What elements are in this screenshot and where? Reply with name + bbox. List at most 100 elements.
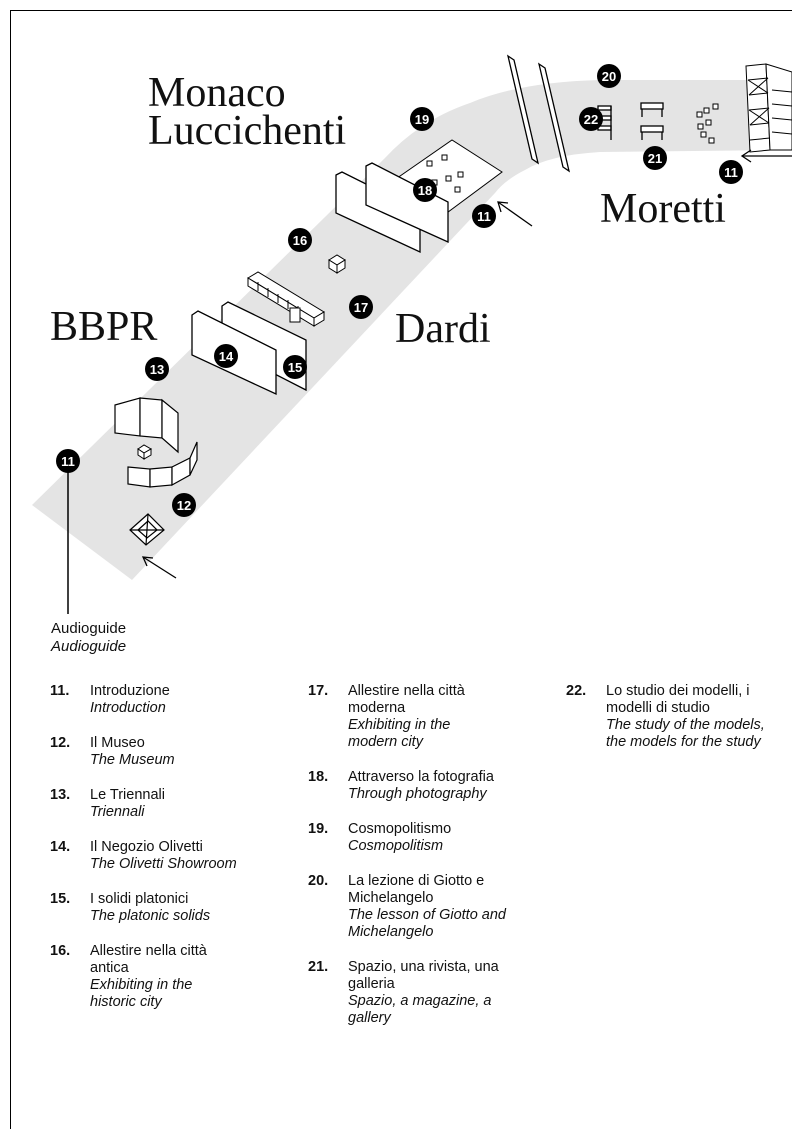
moretti-panel-2 — [537, 62, 571, 173]
legend-title-it: Le Triennali — [90, 787, 165, 803]
legend-num: 12. — [50, 735, 71, 751]
platform-cubes — [426, 154, 464, 193]
marker-21-label: 21 — [648, 151, 662, 166]
cube-16 — [328, 254, 346, 274]
audioguide-it: Audioguide — [51, 620, 127, 637]
exhibition-path — [32, 80, 792, 580]
entry-arrow-moretti — [740, 149, 792, 163]
marker-11-monaco-label: 11 — [477, 209, 491, 224]
legend-title-en: The platonic solids — [90, 908, 211, 924]
marker-15-label: 15 — [288, 360, 302, 375]
marker-11-monaco: 11 — [472, 204, 496, 228]
pyramid-12 — [129, 513, 165, 546]
legend-title-it: Il Negozio Olivetti — [90, 839, 203, 855]
exhibition-floor-plan: 20 22 21 11 19 18 11 16 17 13 14 15 11 1… — [32, 54, 792, 614]
zone-label-monaco: Monaco — [148, 70, 286, 116]
marker-11-moretti: 11 — [719, 160, 743, 184]
zone-label-bbpr: BBPR — [50, 304, 158, 350]
legend-num: 20. — [308, 873, 329, 889]
legend-title-en: The Museum — [90, 752, 175, 768]
legend-title-it: Allestire nella città moderna — [348, 683, 465, 716]
legend-num: 18. — [308, 769, 329, 785]
legend-title-it: Cosmopolitismo — [348, 821, 452, 837]
legend-title-en: The lesson of Giotto and Michelangelo — [348, 907, 506, 940]
frame-top-rule — [10, 10, 792, 11]
marker-11-bbpr-label: 11 — [61, 454, 75, 469]
marker-16: 16 — [288, 228, 312, 252]
legend-num: 17. — [308, 683, 329, 699]
legend-title-it: Attraverso la fotografia — [348, 769, 494, 785]
legend-title-en: Introduction — [90, 700, 166, 716]
legend-num: 11. — [50, 683, 70, 699]
legend-num: 16. — [50, 943, 71, 959]
marker-20-label: 20 — [602, 69, 616, 84]
legend-title-en: Spazio, a magazine, a gallery — [348, 993, 492, 1026]
marker-12-label: 12 — [177, 498, 191, 513]
legend-title-en: Through photography — [348, 786, 487, 802]
zone-label-dardi: Dardi — [395, 306, 491, 352]
marker-15: 15 — [283, 355, 307, 379]
marker-18-label: 18 — [418, 183, 432, 198]
zone-label-luccichenti: Luccichenti — [148, 108, 347, 154]
marker-17-label: 17 — [354, 300, 368, 315]
marker-21: 21 — [643, 146, 667, 170]
marker-19-label: 19 — [415, 112, 429, 127]
marker-22-label: 22 — [584, 112, 598, 127]
legend-title-it: Introduzione — [90, 683, 170, 699]
legend-title-en: The Olivetti Showroom — [90, 856, 237, 872]
marker-14: 14 — [214, 344, 238, 368]
marker-13: 13 — [145, 357, 169, 381]
moretti-panel-1 — [506, 54, 540, 165]
legend-num: 14. — [50, 839, 71, 855]
audioguide-en: Audioguide — [51, 638, 127, 655]
marker-19: 19 — [410, 107, 434, 131]
legend-num: 19. — [308, 821, 329, 837]
small-cube-12 — [137, 444, 153, 460]
legend-title-it: Spazio, una rivista, una galleria — [348, 959, 499, 992]
legend-num: 13. — [50, 787, 71, 803]
marker-22: 22 — [579, 107, 603, 131]
legend-num: 15. — [50, 891, 71, 907]
legend-title-it: Allestire nella città antica — [90, 943, 207, 976]
marker-17: 17 — [349, 295, 373, 319]
photo-panel-front — [335, 171, 421, 254]
display-tables-21 — [640, 102, 664, 140]
audioguide-label: Audioguide Audioguide — [51, 620, 126, 656]
marker-11-bbpr: 11 — [56, 449, 80, 473]
grid-structure-17 — [247, 271, 325, 327]
legend-column-3: 22. Lo studio dei modelli, i modelli di s… — [566, 683, 776, 751]
small-models-cluster — [696, 103, 719, 144]
marker-14-label: 14 — [219, 349, 234, 364]
marker-11-moretti-label: 11 — [724, 165, 738, 180]
legend-title-en: Cosmopolitism — [348, 838, 444, 854]
legend-title-it: I solidi platonici — [90, 891, 189, 907]
legend-title-en: Exhibiting in the historic city — [90, 977, 193, 1010]
scaffold-tower — [745, 63, 792, 153]
legend-title-it: Lo studio dei modelli, i modelli di stud… — [606, 683, 750, 716]
photo-panel-back — [365, 162, 449, 244]
zone-label-monaco-luccichenti: Monaco Luccichenti — [148, 70, 347, 154]
legend-title-en: Exhibiting in the modern city — [348, 717, 451, 750]
marker-16-label: 16 — [293, 233, 307, 248]
legend-title-en: Triennali — [90, 804, 145, 820]
legend-title-it: La lezione di Giotto e Michelangelo — [348, 873, 485, 906]
legend-title-en: The study of the models, the models for … — [606, 717, 765, 750]
marker-13-label: 13 — [150, 362, 164, 377]
zone-label-moretti: Moretti — [600, 186, 726, 232]
entry-arrow-12 — [141, 556, 177, 579]
legend-item-22: 22. Lo studio dei modelli, i modelli di s… — [566, 683, 776, 751]
legend-num: 22. — [566, 683, 587, 699]
marker-18: 18 — [413, 178, 437, 202]
